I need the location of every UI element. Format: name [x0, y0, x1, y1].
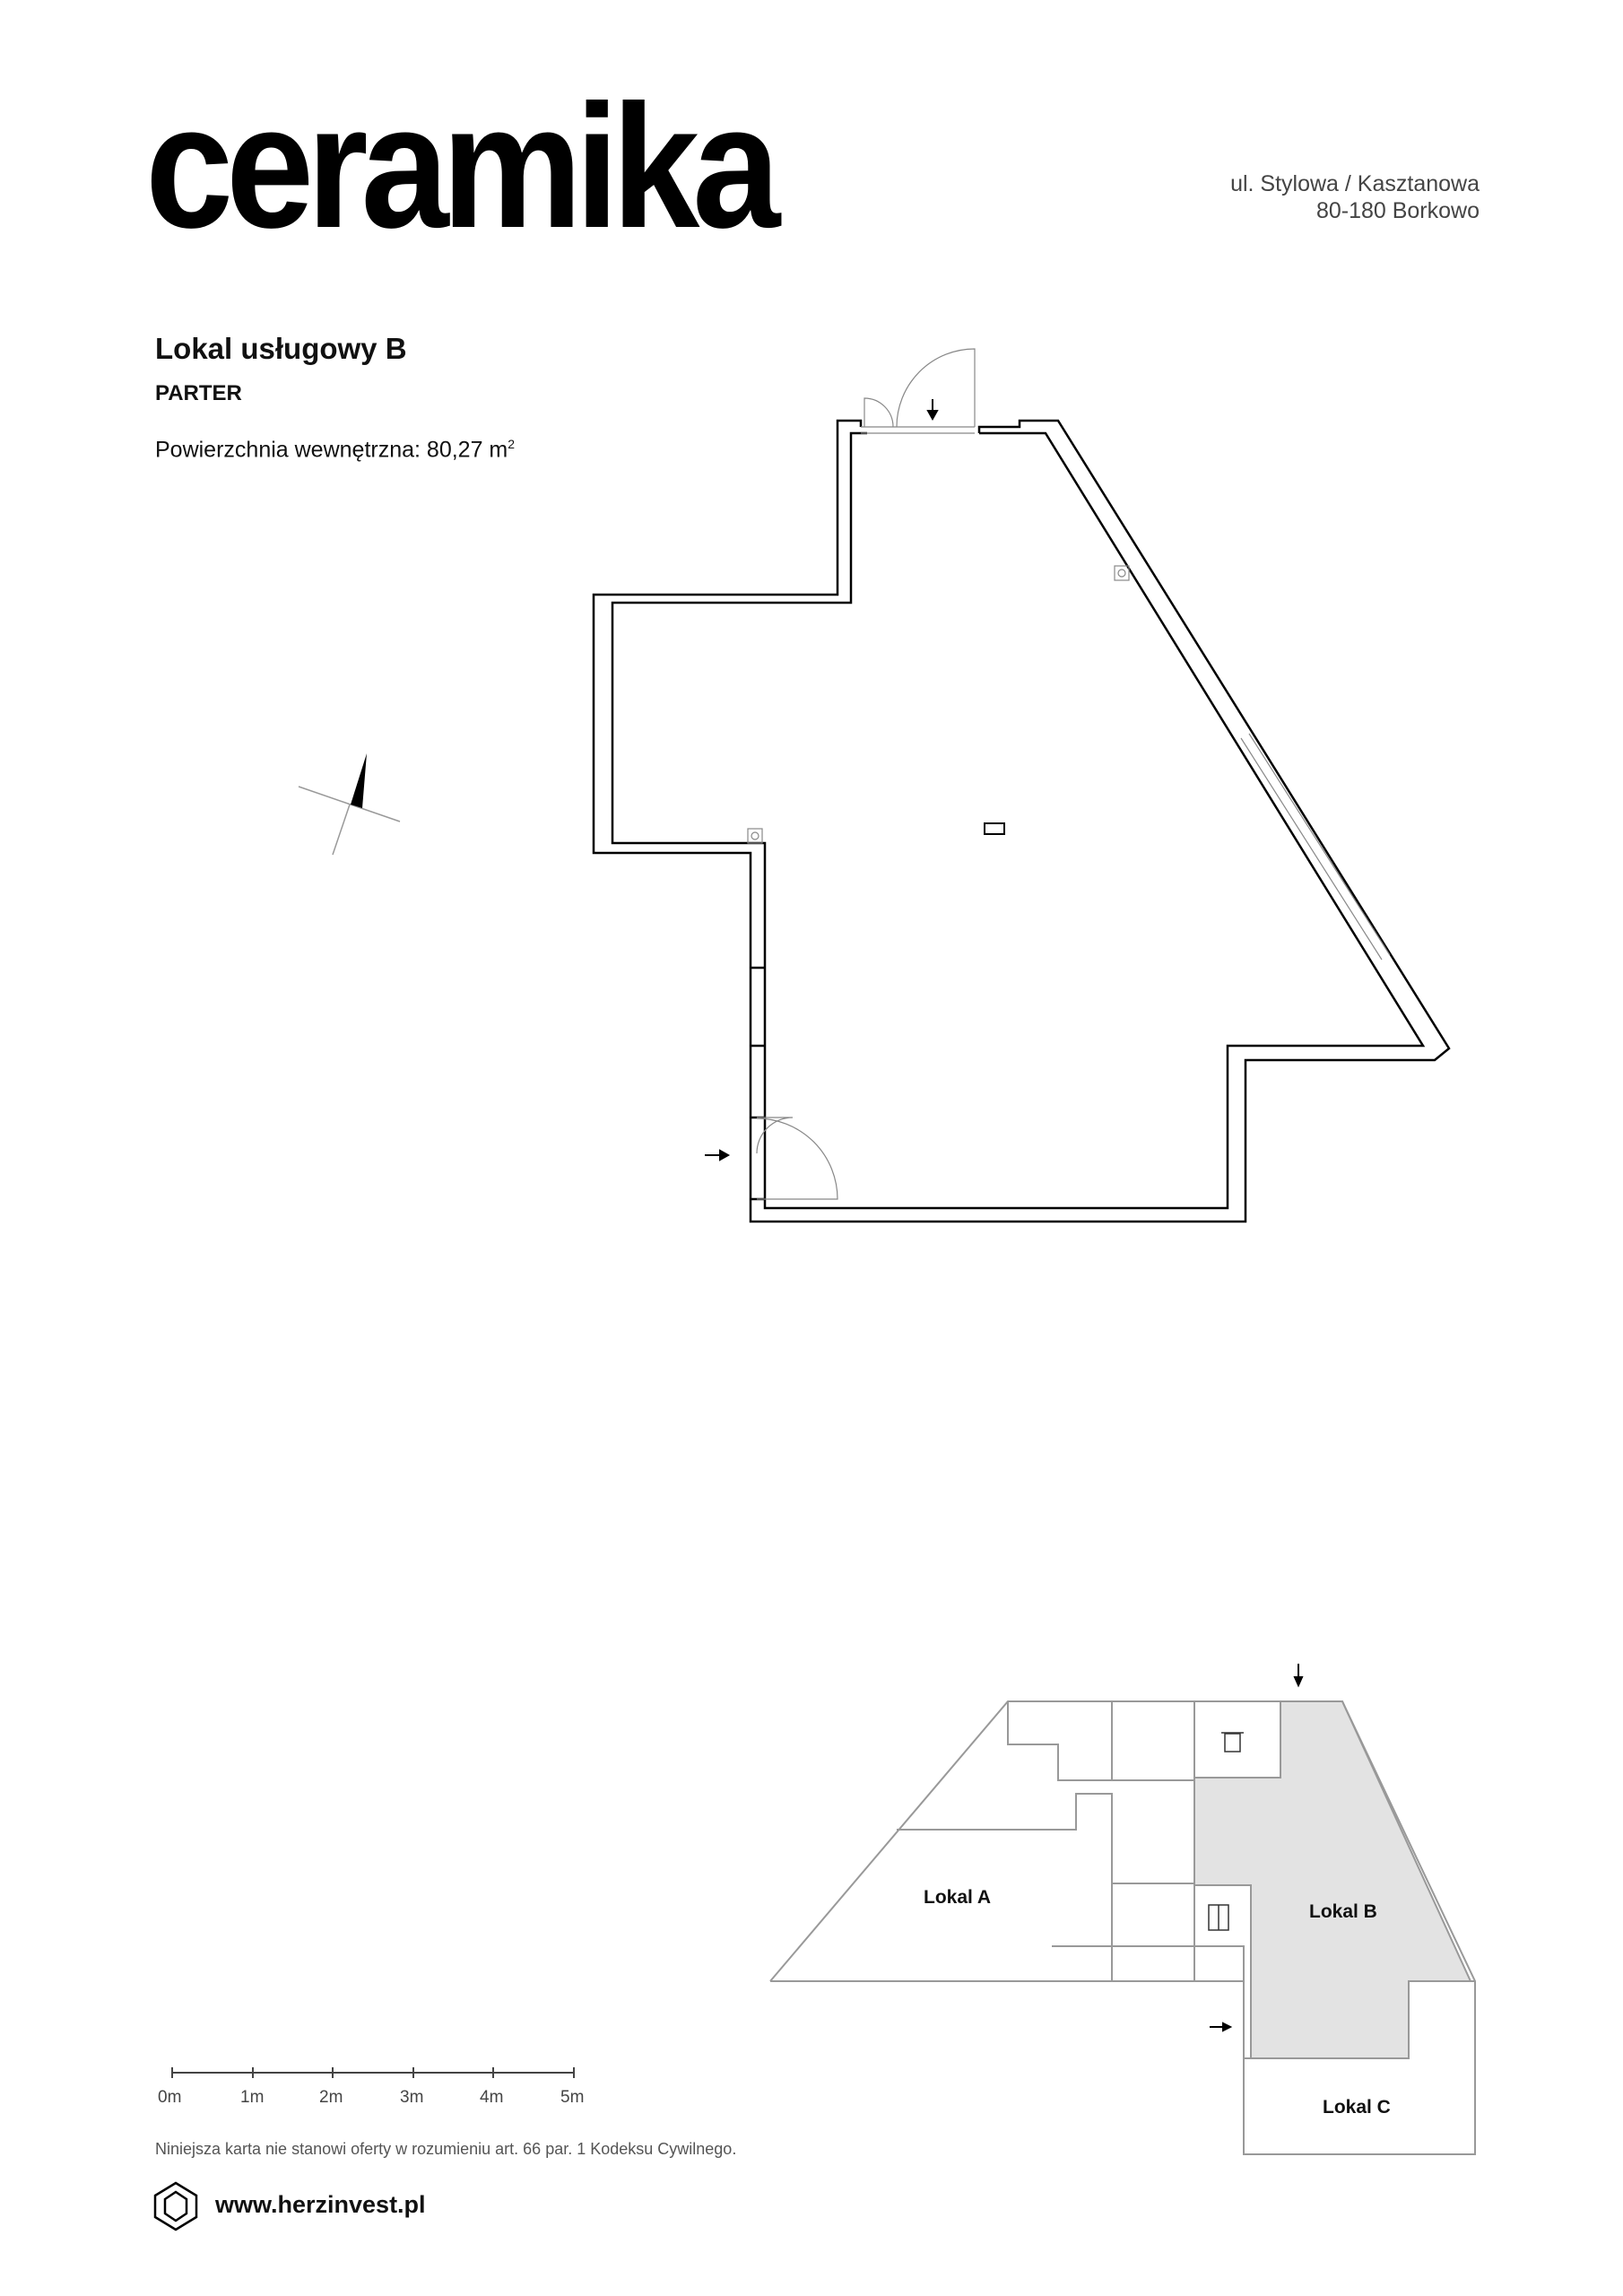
building-outline: [769, 1700, 1476, 2155]
key-plan-label-lokal-a: Lokal A: [924, 1887, 992, 1908]
entrance-arrow-icon: [1210, 1664, 1304, 2032]
disclaimer: Niniejsza karta nie stanowi oferty w roz…: [155, 2140, 737, 2158]
drain-marker: [747, 828, 763, 844]
trash-icon: [1221, 1732, 1244, 1752]
key-plan-label-lokal-c: Lokal C: [1323, 2097, 1391, 2118]
address: ul. Stylowa / Kasztanowa 80-180 Borkowo: [1230, 170, 1480, 224]
door-swing-bottom-small: [756, 1117, 794, 1154]
area-text: Powierzchnia wewnętrzna: 80,27 m: [155, 437, 508, 463]
main-floor-plan: [592, 419, 1451, 1223]
door-swing-top: [896, 348, 976, 428]
door-swing-bottom: [756, 1118, 838, 1200]
wall-inner: [611, 431, 1426, 1210]
scale-label: 1m: [240, 2088, 265, 2107]
elevator-icon: [1208, 1904, 1229, 1931]
scale-label: 3m: [400, 2088, 424, 2107]
area-label: Powierzchnia wewnętrzna: 80,27 m2: [155, 437, 515, 463]
scale-label: 2m: [319, 2088, 343, 2107]
wall-outer: [592, 419, 1451, 1223]
entrance-arrow-icon: [705, 399, 939, 1161]
scale-label: 5m: [560, 2088, 585, 2107]
compass-icon: [298, 753, 401, 856]
column: [984, 822, 1005, 835]
drain-marker: [1114, 565, 1130, 581]
ceramika-logo: ceramika: [145, 68, 780, 265]
openings: [747, 348, 1391, 1200]
address-street: ul. Stylowa / Kasztanowa: [1230, 171, 1480, 196]
herzinvest-logo-icon: [153, 2181, 198, 2231]
door-swing-top-small: [864, 397, 894, 428]
scale-label: 4m: [480, 2088, 504, 2107]
lokal-b-highlight: [1193, 1700, 1472, 2059]
website-link[interactable]: www.herzinvest.pl: [215, 2191, 426, 2218]
scale-label: 0m: [158, 2088, 182, 2107]
key-plan-label-lokal-b: Lokal B: [1309, 1901, 1377, 1922]
scale-bar: [171, 2067, 575, 2078]
floor-label: PARTER: [155, 381, 242, 405]
address-city: 80-180 Borkowo: [1315, 198, 1480, 223]
key-plan: [769, 1664, 1476, 2155]
area-unit-sup: 2: [508, 437, 516, 451]
unit-title: Lokal usługowy B: [155, 332, 407, 365]
